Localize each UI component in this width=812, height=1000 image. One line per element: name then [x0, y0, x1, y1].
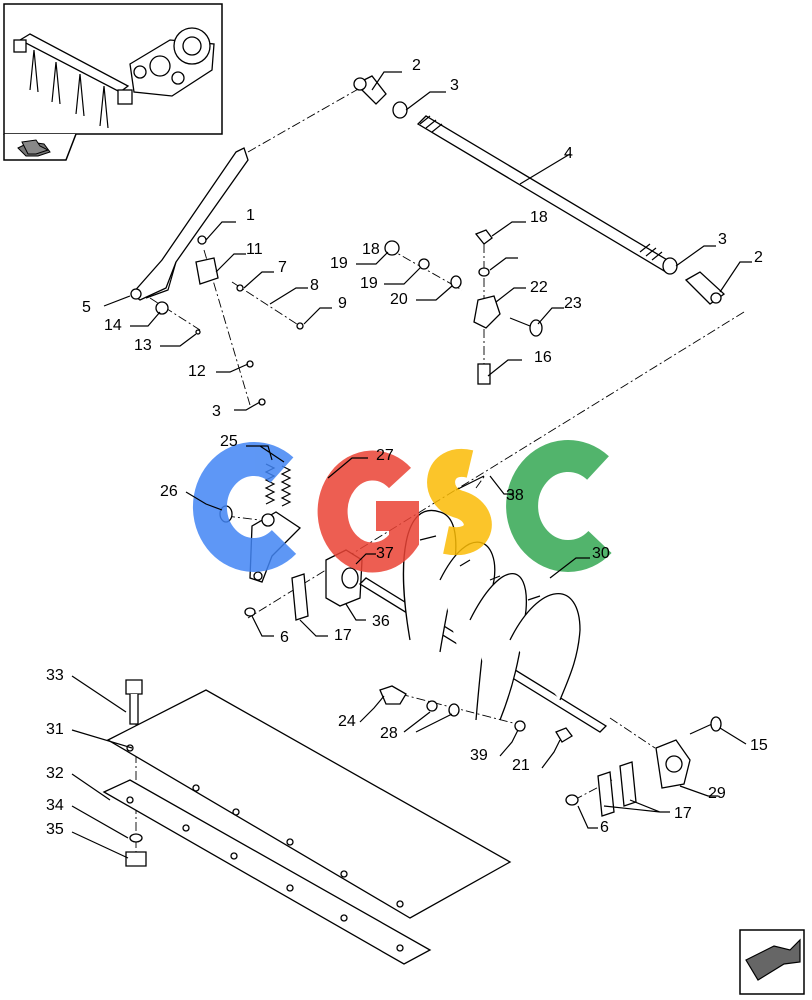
callout-7: 7	[278, 259, 287, 276]
callout-14: 14	[104, 317, 122, 334]
callout-38: 38	[506, 487, 524, 504]
callout-2: 2	[754, 249, 763, 266]
callout-9: 9	[338, 295, 347, 312]
callout-30: 30	[592, 545, 610, 562]
callout-16: 16	[534, 349, 552, 366]
next-page-arrow-icon[interactable]	[739, 929, 805, 995]
callout-11: 11	[246, 241, 263, 258]
assembly-inset-icon	[3, 3, 223, 161]
watermark-letter	[506, 440, 612, 572]
callout-5: 5	[82, 299, 91, 316]
end-bearing-hardware	[379, 685, 722, 817]
callout-39: 39	[470, 747, 488, 764]
callout-29: 29	[708, 785, 726, 802]
callout-19: 19	[330, 255, 348, 272]
callout-leaders	[71, 71, 752, 859]
callout-25: 25	[220, 433, 238, 450]
callout-32: 32	[46, 765, 64, 782]
callout-4: 4	[564, 145, 573, 162]
callout-22: 22	[530, 279, 548, 296]
callout-19: 19	[360, 275, 378, 292]
callout-24: 24	[338, 713, 356, 730]
callout-23: 23	[564, 295, 582, 312]
callout-3: 3	[212, 403, 221, 420]
callout-18: 18	[530, 209, 548, 226]
callout-8: 8	[310, 277, 319, 294]
callout-12: 12	[188, 363, 206, 380]
previous-page-arrow-icon[interactable]	[21, 139, 50, 155]
callout-17: 17	[674, 805, 692, 822]
drive-linkage	[130, 75, 726, 406]
callout-34: 34	[46, 797, 64, 814]
callout-6: 6	[280, 629, 289, 646]
callout-31: 31	[46, 721, 64, 738]
callout-27: 27	[376, 447, 394, 464]
callout-26: 26	[160, 483, 178, 500]
callout-28: 28	[380, 725, 398, 742]
callout-20: 20	[390, 291, 408, 308]
callout-33: 33	[46, 667, 64, 684]
watermark-letter	[427, 449, 492, 556]
callout-18: 18	[362, 241, 380, 258]
callout-3: 3	[718, 231, 727, 248]
base-plates	[102, 679, 512, 965]
callout-17: 17	[334, 627, 352, 644]
mount-hardware	[384, 229, 543, 385]
watermark-letter	[192, 441, 297, 572]
callout-1: 1	[246, 207, 255, 224]
watermark-letter	[317, 450, 419, 573]
tine-bar-assembly	[244, 509, 608, 733]
callout-37: 37	[376, 545, 394, 562]
gsc-watermark	[192, 440, 612, 573]
callout-3: 3	[450, 77, 459, 94]
callout-13: 13	[134, 337, 152, 354]
callout-6: 6	[600, 819, 609, 836]
callout-2: 2	[412, 57, 421, 74]
callout-36: 36	[372, 613, 390, 630]
callout-21: 21	[512, 757, 530, 774]
callout-15: 15	[750, 737, 768, 754]
callout-35: 35	[46, 821, 64, 838]
